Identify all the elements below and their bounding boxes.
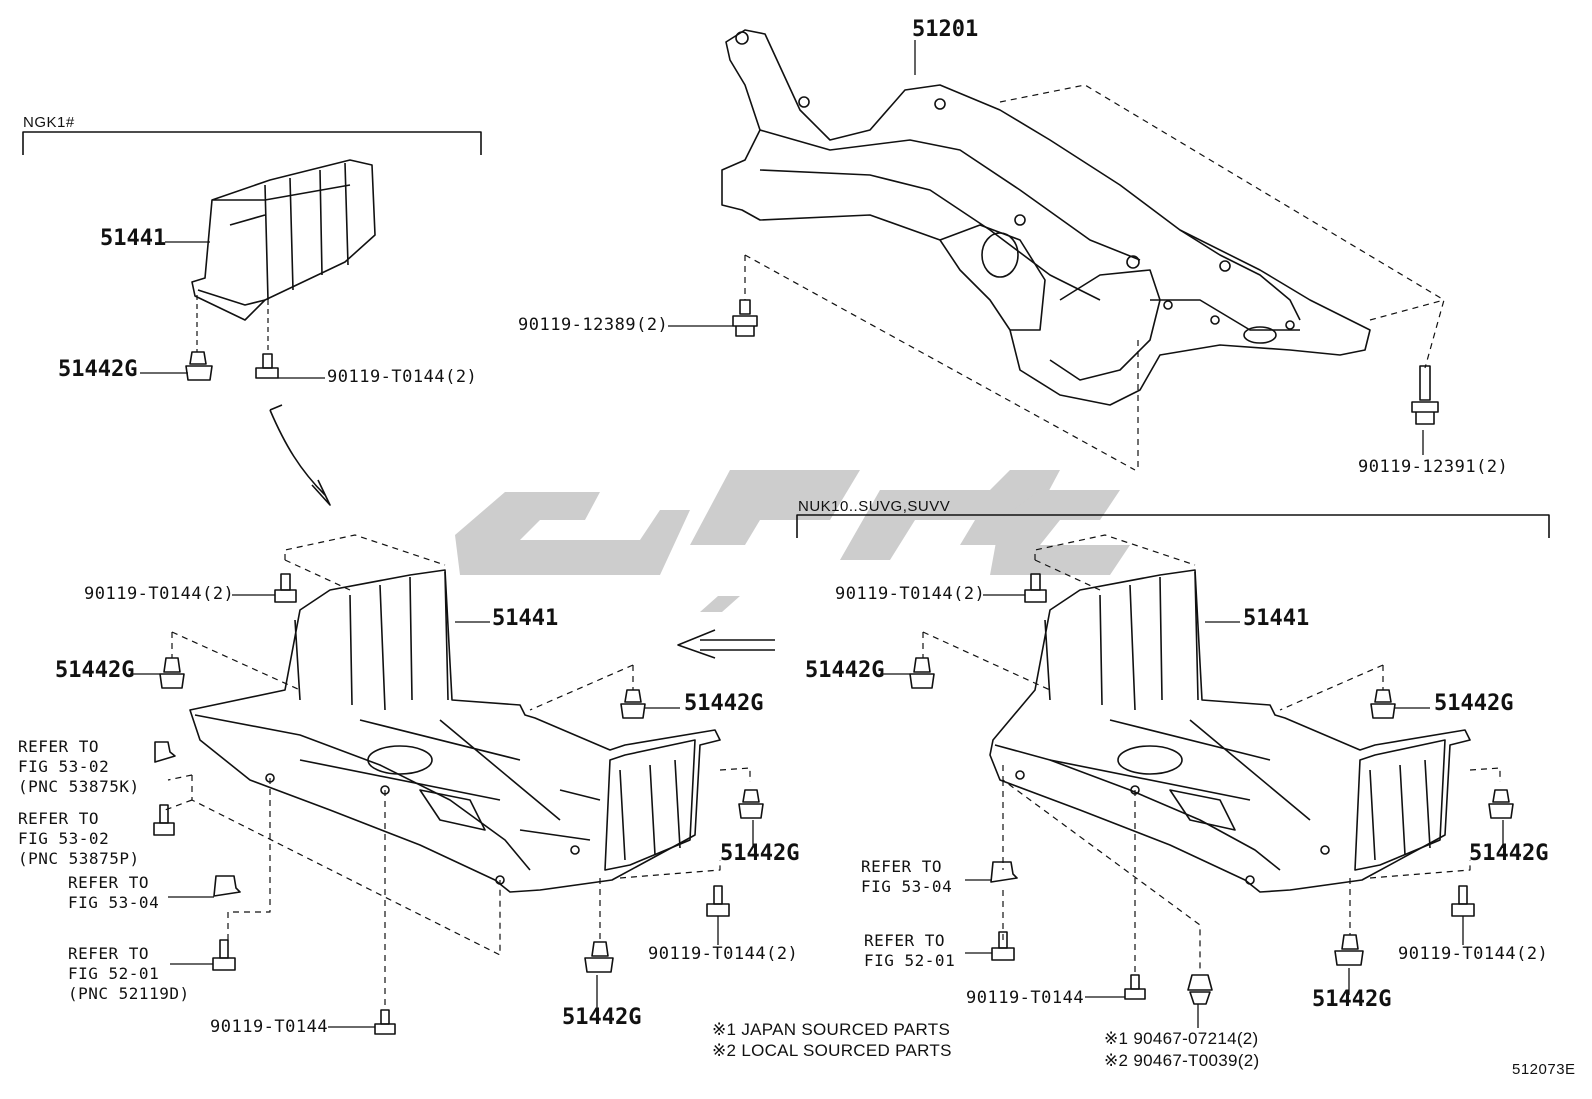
left-fasteners-drawing bbox=[153, 573, 764, 1035]
bolt-12391-drawing bbox=[1411, 365, 1439, 425]
crossmember-drawing bbox=[721, 29, 1371, 406]
right-cover-label[interactable]: 51441 bbox=[1243, 606, 1310, 631]
right-bolt-t0144-b-label[interactable]: 90119-T0144(2) bbox=[1398, 944, 1549, 964]
left-cover-drawing bbox=[189, 569, 721, 893]
left-arrow bbox=[677, 629, 775, 659]
right-fasteners-drawing bbox=[909, 573, 1514, 1005]
right-clip-a-label[interactable]: 51442G bbox=[805, 658, 885, 683]
left-ref2-line2: FIG 53-02 bbox=[18, 829, 110, 848]
left-ref1[interactable]: REFER TO FIG 53-02 (PNC 53875K) bbox=[18, 737, 140, 797]
right-ref3-line1: REFER TO bbox=[861, 857, 943, 876]
part-crossmember-label[interactable]: 51201 bbox=[912, 17, 979, 42]
part-bolt-12391-label[interactable]: 90119-12391(2) bbox=[1358, 457, 1509, 477]
left-bolt-t0144-b-label[interactable]: 90119-T0144(2) bbox=[648, 944, 799, 964]
right-clip-b-label[interactable]: 51442G bbox=[1434, 691, 1514, 716]
curved-arrow bbox=[269, 409, 326, 496]
part-clip-top-label[interactable]: 51442G bbox=[58, 357, 138, 382]
note-japan: ※1 JAPAN SOURCED PARTS bbox=[712, 1020, 951, 1039]
left-ref4-line3: (PNC 52119D) bbox=[68, 984, 190, 1003]
left-ref2-line3: (PNC 53875P) bbox=[18, 849, 140, 868]
right-ref4-line2: FIG 52-01 bbox=[864, 951, 956, 970]
left-ref1-line3: (PNC 53875K) bbox=[18, 777, 140, 796]
right-ref4[interactable]: REFER TO FIG 52-01 bbox=[864, 931, 955, 971]
part-bolt-t0144-top-label[interactable]: 90119-T0144(2) bbox=[327, 367, 478, 387]
left-ref4-line1: REFER TO bbox=[68, 944, 150, 963]
right-clip-d-label[interactable]: 51442G bbox=[1312, 987, 1392, 1012]
left-ref2[interactable]: REFER TO FIG 53-02 (PNC 53875P) bbox=[18, 809, 140, 869]
nuk-bracket bbox=[796, 514, 1550, 538]
left-ref4-line2: FIG 52-01 bbox=[68, 964, 160, 983]
cover-top-drawing bbox=[191, 159, 376, 321]
left-ref3[interactable]: REFER TO FIG 53-04 bbox=[68, 873, 159, 913]
right-clip-c-label[interactable]: 51442G bbox=[1469, 841, 1549, 866]
ngk-bracket bbox=[22, 131, 482, 155]
left-ref1-line2: FIG 53-02 bbox=[18, 757, 110, 776]
note-local: ※2 LOCAL SOURCED PARTS bbox=[712, 1041, 952, 1060]
left-ref4[interactable]: REFER TO FIG 52-01 (PNC 52119D) bbox=[68, 944, 190, 1004]
left-clip-d-label[interactable]: 51442G bbox=[562, 1005, 642, 1030]
left-cover-label[interactable]: 51441 bbox=[492, 606, 559, 631]
right-ref3[interactable]: REFER TO FIG 53-04 bbox=[861, 857, 952, 897]
group-label-ngk: NGK1# bbox=[23, 114, 75, 131]
left-ref3-line1: REFER TO bbox=[68, 873, 150, 892]
figure-id: 512073E bbox=[1512, 1061, 1576, 1078]
right-nut2-label[interactable]: ※2 90467-T0039(2) bbox=[1104, 1051, 1260, 1070]
left-bolt-t0144-a-label[interactable]: 90119-T0144(2) bbox=[84, 584, 235, 604]
part-bolt-12389-label[interactable]: 90119-12389(2) bbox=[518, 315, 669, 335]
left-clip-c-label[interactable]: 51442G bbox=[720, 841, 800, 866]
left-ref3-line2: FIG 53-04 bbox=[68, 893, 160, 912]
part-cover-top-label[interactable]: 51441 bbox=[100, 226, 167, 251]
right-cover-drawing bbox=[989, 569, 1471, 893]
right-ref4-line1: REFER TO bbox=[864, 931, 946, 950]
left-ref1-line1: REFER TO bbox=[18, 737, 100, 756]
clip-top-drawing bbox=[185, 351, 213, 381]
group-label-nuk: NUK10..SUVG,SUVV bbox=[798, 498, 951, 515]
bolt-12389-drawing bbox=[732, 299, 758, 337]
bolt-t0144-top-drawing bbox=[255, 353, 279, 379]
right-nut1-label[interactable]: ※1 90467-07214(2) bbox=[1104, 1029, 1259, 1048]
left-ref2-line1: REFER TO bbox=[18, 809, 100, 828]
left-bolt-t0144-c-label[interactable]: 90119-T0144 bbox=[210, 1017, 329, 1037]
right-ref3-line2: FIG 53-04 bbox=[861, 877, 953, 896]
left-clip-b-label[interactable]: 51442G bbox=[684, 691, 764, 716]
left-clip-a-label[interactable]: 51442G bbox=[55, 658, 135, 683]
right-bolt-t0144-c-label[interactable]: 90119-T0144 bbox=[966, 988, 1085, 1008]
right-bolt-t0144-a-label[interactable]: 90119-T0144(2) bbox=[835, 584, 986, 604]
